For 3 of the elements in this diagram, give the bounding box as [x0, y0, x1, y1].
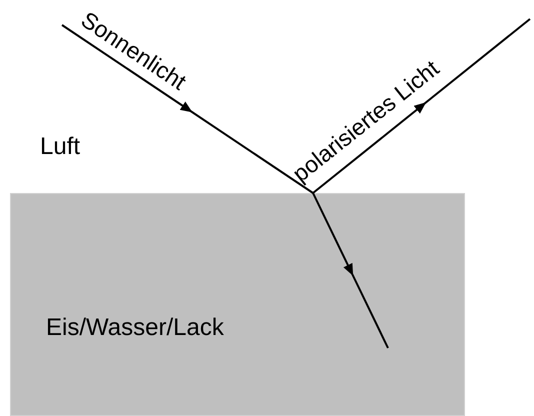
medium-label: Luft — [40, 135, 80, 159]
material-label: Eis/Wasser/Lack — [46, 314, 224, 342]
material-block — [10, 193, 465, 416]
